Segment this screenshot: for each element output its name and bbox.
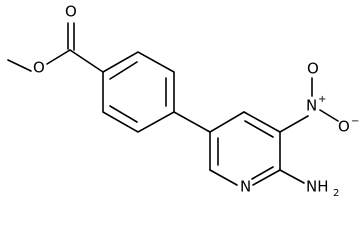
bond-c6-amino xyxy=(279,169,305,184)
pyridine-ring: N xyxy=(209,111,281,196)
benzene-inner-bond-3 xyxy=(109,105,138,123)
ester-group: O O xyxy=(7,3,104,77)
amino-subscript: 2 xyxy=(333,188,339,199)
bond-methyl-o xyxy=(7,59,32,72)
bond-nitro-o-right xyxy=(319,109,339,122)
nitro-n-label: N xyxy=(306,97,317,115)
molecule-diagram: O O N NH 2 N + O O − xyxy=(7,3,359,199)
ester-o-double-label: O xyxy=(65,3,77,21)
nitro-o-right-label: O xyxy=(338,118,350,136)
bond-o-carbonyl xyxy=(46,49,71,65)
pyr-inner-bond-2 xyxy=(244,120,274,138)
bond-carbonyl-ring xyxy=(69,49,104,73)
pyridine-n-label: N xyxy=(240,178,251,196)
nitro-group: N + O O − xyxy=(279,60,359,136)
bond-biaryl xyxy=(173,111,211,133)
nitro-o-top-label: O xyxy=(307,60,319,78)
pyr-inner-bond-3 xyxy=(251,166,274,180)
amino-group: NH 2 xyxy=(279,169,339,199)
bond-c5-nitro-n xyxy=(279,115,309,133)
pyr-bond-c3-c4 xyxy=(209,111,245,133)
amino-label: NH xyxy=(306,178,329,196)
benzene-outline xyxy=(102,51,175,133)
benzene-ring xyxy=(102,51,175,133)
nitro-n-charge: + xyxy=(318,94,326,105)
pyr-bond-n-c2 xyxy=(209,169,238,186)
benzene-inner-bond-1 xyxy=(109,61,138,80)
pyr-bond-c6-n xyxy=(252,169,281,186)
nitro-o-charge: − xyxy=(351,116,359,127)
pyr-bond-c4-c5 xyxy=(243,111,281,133)
ester-o-single-label: O xyxy=(33,59,45,77)
